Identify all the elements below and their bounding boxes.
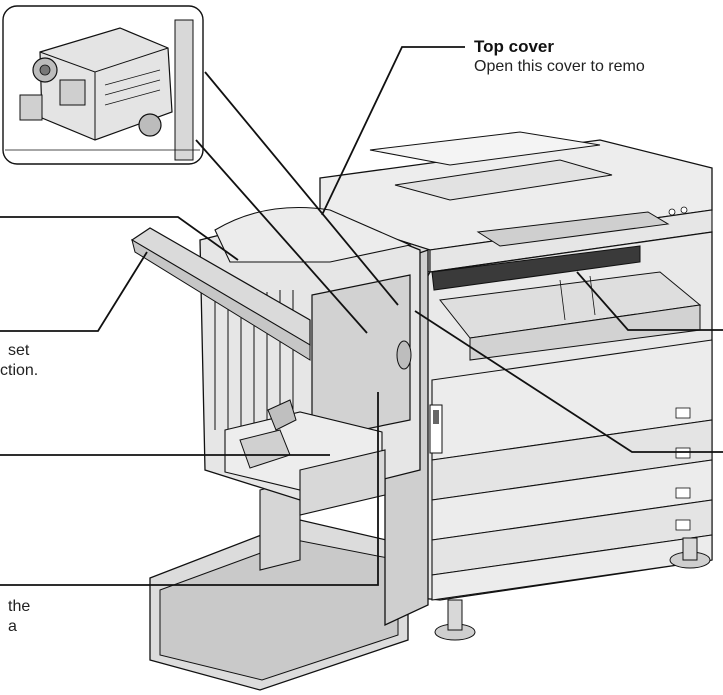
left-lower-label-line1: the (8, 598, 31, 615)
leader-left-upper (0, 216, 239, 261)
leader-right-lower (414, 310, 723, 453)
leader-inset-1 (195, 139, 368, 334)
top-cover-description: Open this cover to remo (474, 58, 645, 75)
leader-left-tray (0, 251, 148, 332)
finisher-unit (130, 206, 429, 691)
leader-inset-2 (204, 71, 399, 306)
leader-left-lower (0, 392, 379, 586)
leader-lines (0, 46, 723, 586)
left-upper-label-line2: ction. (0, 362, 39, 379)
inset-detail (2, 5, 204, 165)
left-upper-label-line1: set (8, 342, 30, 359)
leader-right-upper (576, 271, 723, 331)
leader-top-cover (321, 46, 465, 216)
left-lower-label-line2: a (8, 618, 17, 635)
top-cover-title: Top cover (474, 37, 554, 56)
